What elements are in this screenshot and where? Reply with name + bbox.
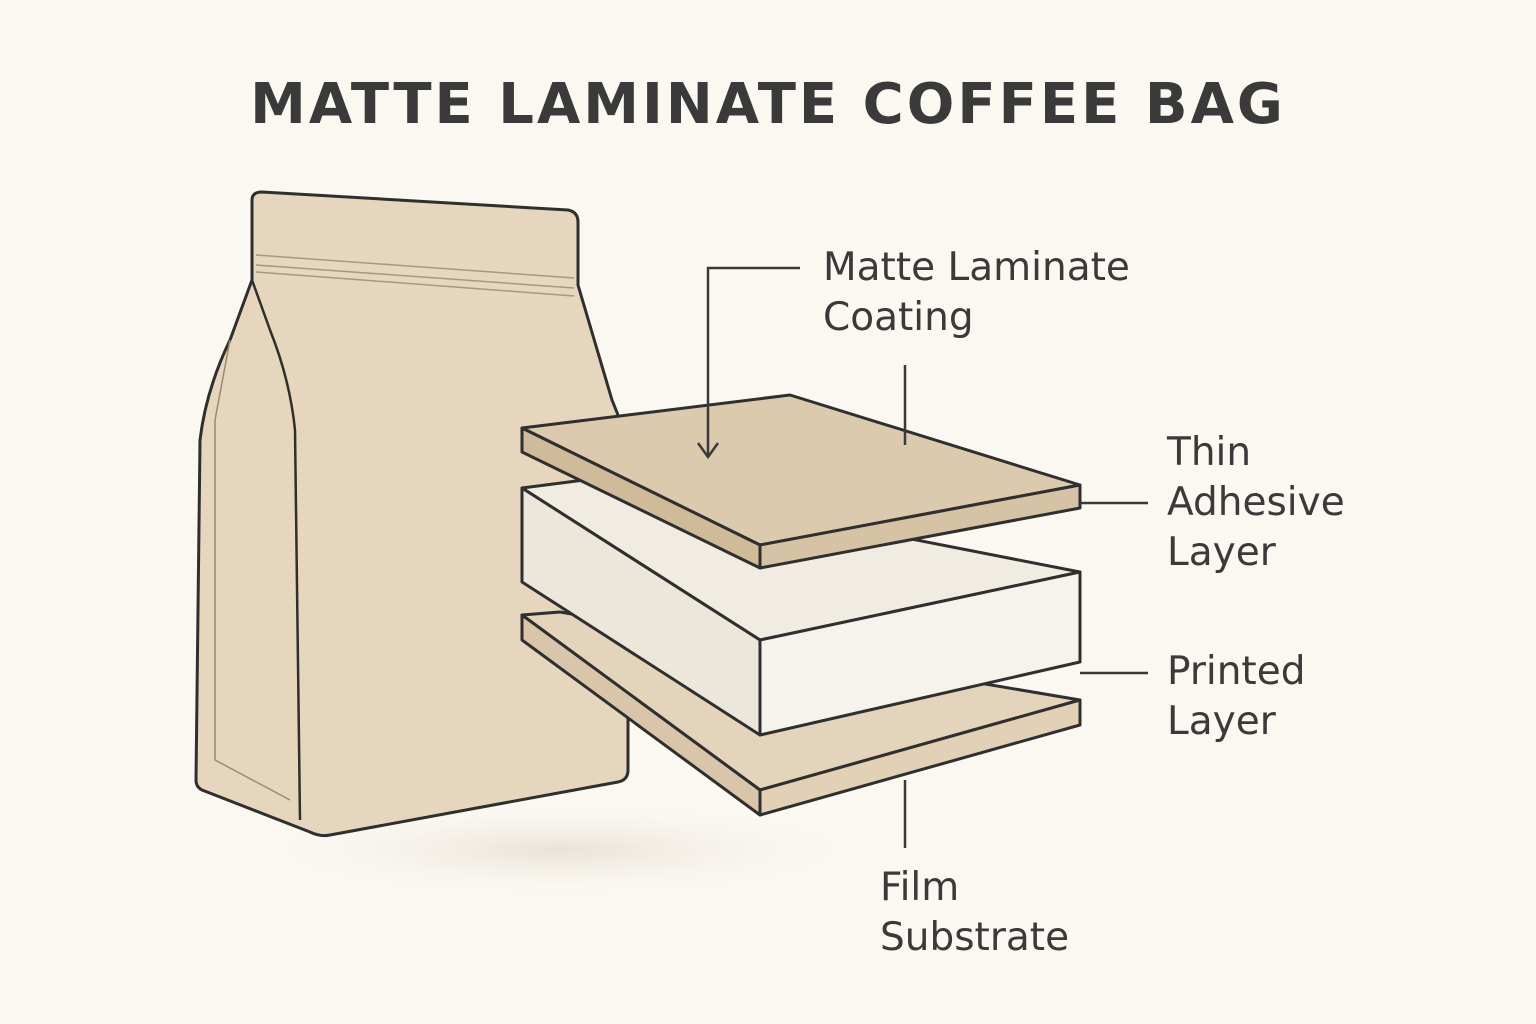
label-line: Adhesive [1167, 480, 1345, 525]
label-line: Layer [1167, 530, 1276, 575]
layer-stack [520, 393, 1082, 817]
bag-shadow [230, 800, 890, 900]
label-line: Film [880, 865, 960, 910]
label-line: Substrate [880, 915, 1070, 960]
bag-body [194, 190, 630, 838]
label-matte-laminate-coating: Matte Laminate Coating [823, 243, 1130, 343]
label-line: Printed [1167, 649, 1306, 694]
label-line: Coating [823, 295, 974, 340]
leader-lines [696, 266, 1148, 848]
coffee-bag [194, 190, 630, 838]
bag-gusset [250, 279, 302, 821]
diagram-title: MATTE LAMINATE COFFEE BAG [250, 72, 1286, 137]
label-thin-adhesive-layer: Thin Adhesive Layer [1167, 428, 1345, 578]
label-printed-layer: Printed Layer [1167, 647, 1305, 747]
label-line: Thin [1167, 430, 1252, 475]
coating-leader [706, 266, 800, 455]
label-film-substrate: Film Substrate [880, 863, 1069, 963]
label-line: Matte Laminate [823, 245, 1130, 290]
arrow-head-icon [696, 442, 720, 460]
matte-laminate-layer [520, 393, 1082, 570]
zipper-line [255, 254, 575, 297]
label-line: Layer [1167, 699, 1276, 744]
